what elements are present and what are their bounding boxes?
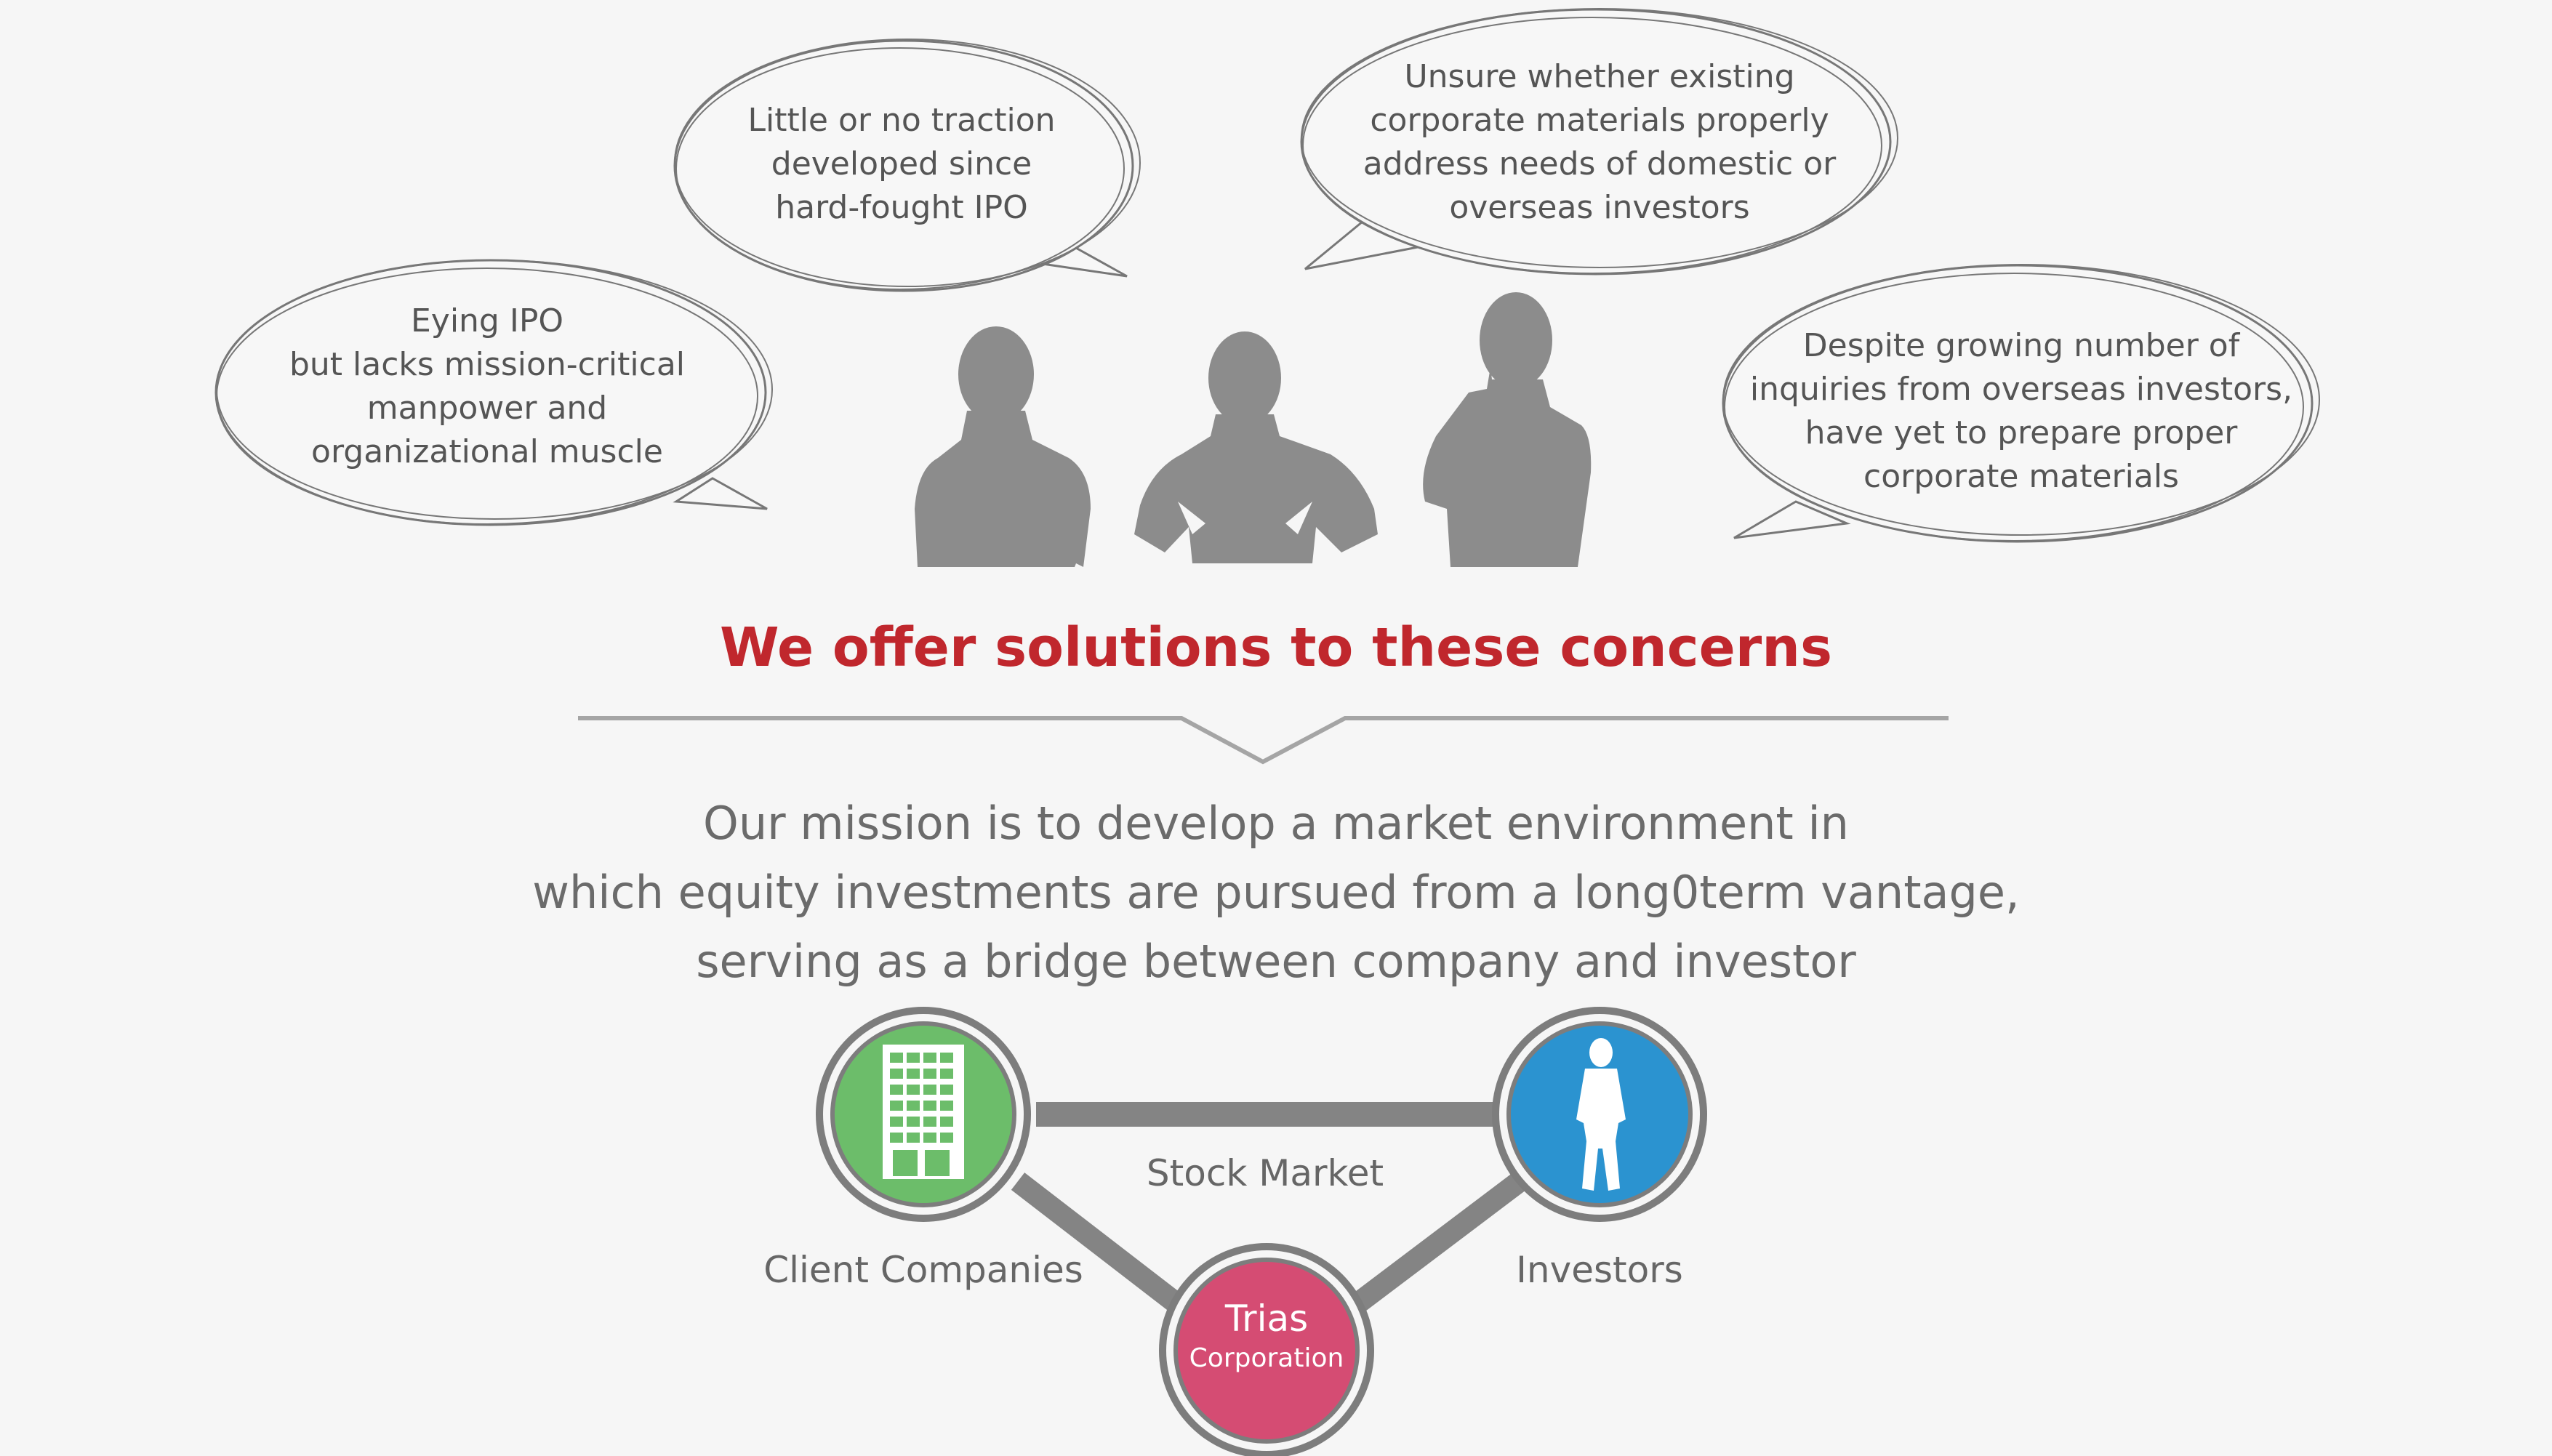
bubble-right-line-3: have yet to prepare proper [1805, 414, 2238, 451]
bubble-text-center-right: Unsure whether existing corporate materi… [1338, 55, 1861, 230]
link-investor-trias [1334, 1173, 1527, 1324]
client-companies-node [816, 1007, 1031, 1222]
bubble-text-right: Despite growing number of inquiries from… [1745, 324, 2298, 499]
person-silhouette-3 [1423, 292, 1592, 567]
speech-bubble-center-left [673, 39, 1141, 292]
bubble-right-line-2: inquiries from overseas investors, [1749, 371, 2293, 408]
divider-chevron [578, 716, 1949, 765]
link-client-trias [1011, 1173, 1200, 1324]
person-silhouette-1 [915, 326, 1091, 567]
mission-statement: Our mission is to develop a market envir… [0, 789, 2552, 996]
investors-label: Investors [1516, 1249, 1683, 1291]
bubble-text-left: Eying IPO but lacks mission-critical man… [269, 299, 705, 474]
businessman-icon [1576, 1038, 1626, 1191]
bubble-center-right-line-3: address needs of domestic or [1363, 145, 1837, 182]
bubble-left-line-1: Eying IPO [410, 302, 563, 339]
speech-bubble-right [1722, 264, 2320, 543]
bubble-left-line-2: but lacks mission-critical [289, 346, 686, 383]
investors-node [1492, 1007, 1707, 1222]
trias-subtitle: Corporation [1189, 1343, 1344, 1373]
trias-title: Trias [1224, 1298, 1309, 1340]
client-companies-label: Client Companies [763, 1249, 1083, 1291]
bubble-right-line-4: corporate materials [1863, 458, 2179, 495]
stock-market-label: Stock Market [1146, 1152, 1384, 1194]
headline: We offer solutions to these concerns [719, 616, 1833, 679]
mission-line-3: serving as a bridge between company and … [696, 935, 1856, 988]
bubble-text-center-left: Little or no traction developed since ha… [698, 99, 1105, 230]
bubble-left-line-4: organizational muscle [311, 433, 663, 470]
building-icon [883, 1045, 964, 1179]
bubble-center-left-line-2: developed since [771, 145, 1032, 182]
bubble-left-line-3: manpower and [366, 390, 608, 427]
mission-line-1: Our mission is to develop a market envir… [703, 797, 1849, 850]
speech-bubble-center-right [1300, 8, 1898, 275]
bubble-right-line-1: Despite growing number of [1802, 327, 2240, 364]
bubble-center-right-line-1: Unsure whether existing [1404, 58, 1795, 95]
bubble-center-left-line-3: hard-fought IPO [775, 189, 1028, 226]
bubble-center-right-line-4: overseas investors [1449, 189, 1750, 226]
person-silhouette-2 [1134, 331, 1378, 563]
mission-line-2: which equity investments are pursued fro… [532, 866, 2020, 919]
trias-node [1159, 1243, 1374, 1456]
bubble-center-left-line-1: Little or no traction [747, 102, 1056, 139]
speech-bubble-left [214, 259, 773, 526]
bubble-center-right-line-2: corporate materials properly [1370, 102, 1829, 139]
